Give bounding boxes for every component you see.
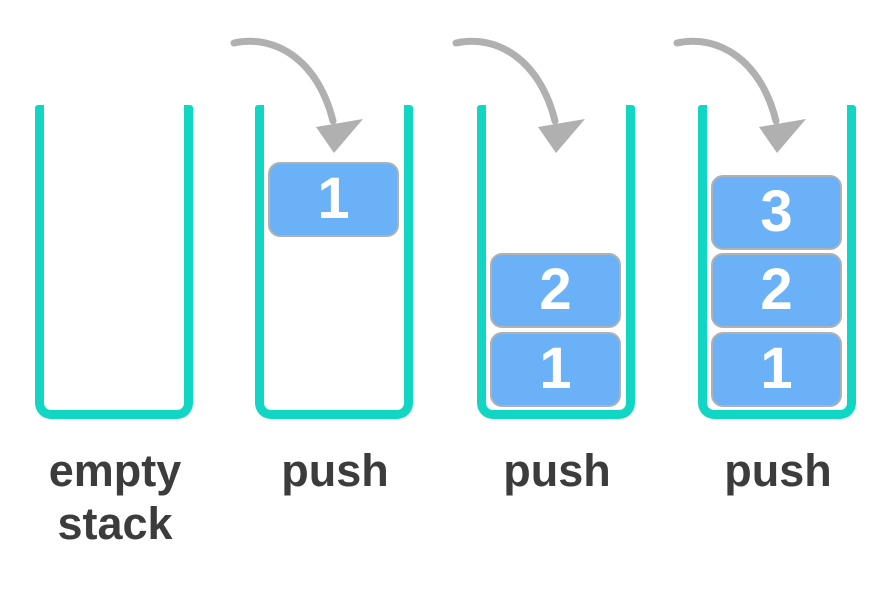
- stack-container: [35, 105, 193, 419]
- stack-step-label: push: [503, 445, 611, 496]
- stack-block: 1: [490, 332, 621, 407]
- stack-step-4-push: 3 2 1 push: [673, 0, 858, 590]
- stack-step-2-push: 1 push: [230, 0, 415, 590]
- stack-block: 2: [490, 253, 621, 328]
- push-arrow-icon: [230, 37, 363, 153]
- push-arrow-icon: [673, 37, 806, 153]
- stack-container: [477, 105, 635, 419]
- stack-step-label: push: [281, 445, 389, 496]
- stack-block: 1: [711, 332, 842, 407]
- stack-block: 1: [268, 162, 399, 237]
- stack-step-label: empty stack: [48, 445, 182, 549]
- stack-container: [255, 105, 413, 419]
- push-arrow-icon: [452, 37, 585, 153]
- stack-block: 3: [711, 175, 842, 250]
- stack-step-label: push: [724, 445, 832, 496]
- stack-step-1-empty: empty stack: [35, 0, 195, 590]
- stack-step-3-push: 2 1 push: [452, 0, 637, 590]
- stack-block: 2: [711, 253, 842, 328]
- stack-container: [698, 105, 856, 419]
